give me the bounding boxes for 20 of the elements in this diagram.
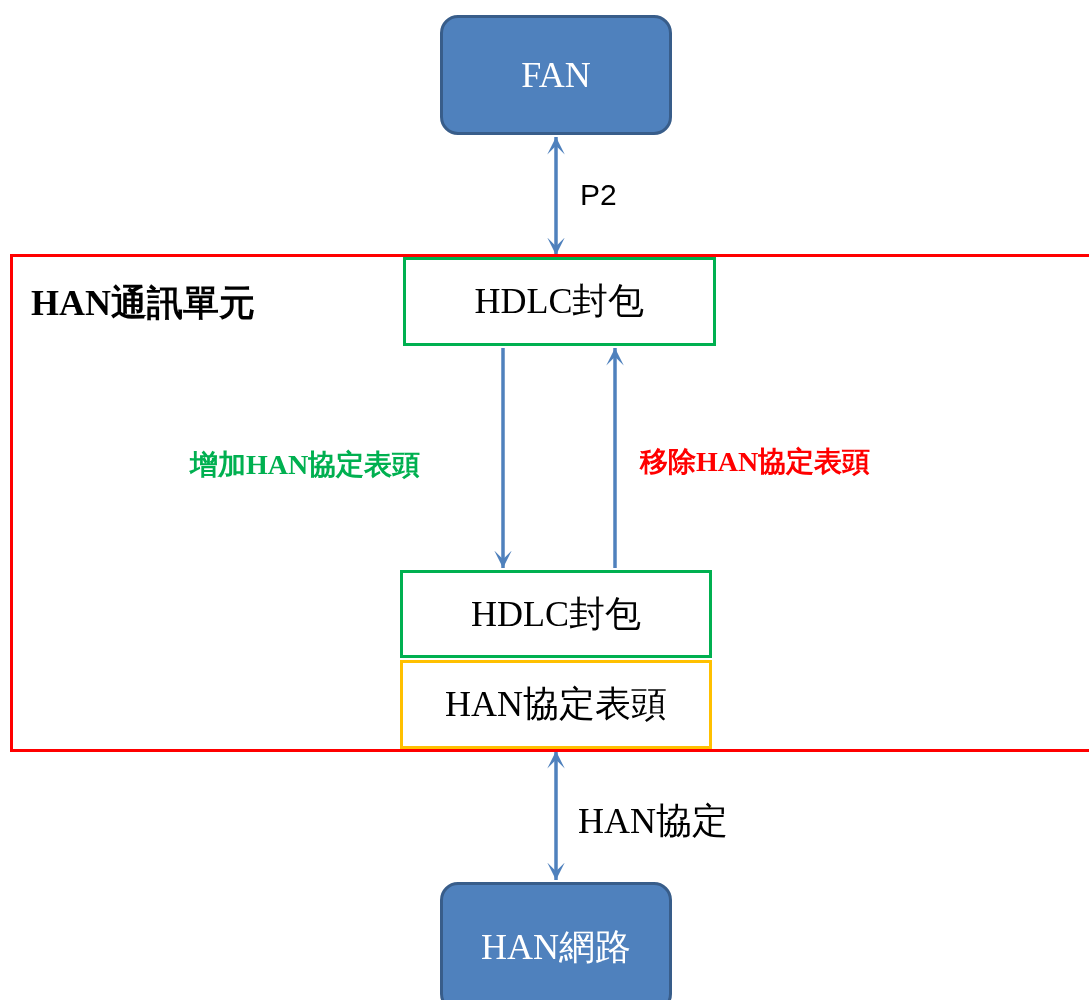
arrow — [547, 137, 565, 255]
arrow — [606, 348, 624, 568]
box-label: HAN網路 — [481, 925, 631, 969]
edge-label: P2 — [580, 178, 617, 212]
box-label: HAN協定表頭 — [445, 683, 667, 726]
packet-box — [403, 257, 716, 346]
edge-label: 增加HAN協定表頭 — [190, 448, 421, 482]
packet-box — [400, 570, 712, 658]
box-label: HDLC封包 — [474, 280, 645, 323]
rounded-box — [440, 882, 672, 1000]
header-box — [400, 660, 712, 749]
arrow — [494, 348, 512, 568]
box-label: FAN — [521, 54, 591, 96]
edge-label: HAN協定 — [578, 800, 728, 843]
edge-label: 移除HAN協定表頭 — [640, 445, 871, 479]
rounded-box — [440, 15, 672, 135]
unit-frame — [10, 254, 1089, 752]
unit-heading: HAN通訊單元 — [31, 282, 255, 325]
box-label: HDLC封包 — [471, 592, 641, 636]
arrow — [547, 751, 565, 880]
